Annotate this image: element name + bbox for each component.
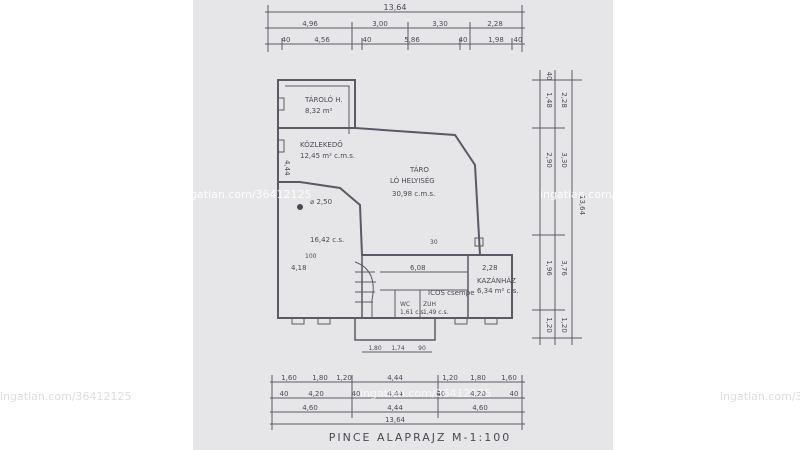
- plan-title: PINCE ALAPRAJZ M-1:100: [329, 431, 511, 444]
- room-storage-area: 8,32 m²: [305, 107, 333, 115]
- bottom-row2-4: 4,44: [387, 390, 403, 398]
- label-608: 6,08: [410, 264, 426, 272]
- bottom-row2-6: 4,20: [470, 390, 486, 398]
- room-left-area: 16,42 c.s.: [310, 236, 344, 244]
- stair-dim-3: 90: [418, 345, 426, 352]
- room-storage-name: TÁROLÓ H.: [304, 95, 343, 104]
- top-row2-1: 40: [282, 36, 291, 44]
- top-dim-1: 4,96: [302, 20, 318, 28]
- watermark-top-right: ingatlan.com/36412125: [720, 0, 800, 7]
- right-col2-3: 3,76: [560, 260, 568, 276]
- bottom-row1-6: 1,60: [501, 374, 517, 382]
- room-shower-area: 1,49 c.s.: [423, 309, 449, 316]
- label-444: 4,44: [283, 160, 291, 176]
- stair-dim-1: 1,80: [368, 345, 382, 352]
- right-dim-3: 1,96: [545, 260, 553, 276]
- bottom-row3-1: 4,60: [302, 404, 318, 412]
- label-100: 100: [305, 253, 317, 260]
- top-row2-3: 40: [363, 36, 372, 44]
- right-col2-1: 2,28: [560, 92, 568, 108]
- right-col2-4: 1,20: [560, 317, 568, 333]
- bottom-row2-1: 40: [280, 390, 289, 398]
- room-main-area: 30,98 c.m.s.: [392, 190, 435, 198]
- watermark-bottom-center: ingatlan.com/36412125: [360, 387, 492, 400]
- room-boiler-area: 6,34 m² c.s.: [477, 287, 519, 295]
- bottom-row1-4: 1,20: [442, 374, 458, 382]
- bottom-row3-2: 4,44: [387, 404, 403, 412]
- label-30: 30: [430, 239, 438, 246]
- bottom-row2-3: 40: [352, 390, 361, 398]
- right-col2-2: 3,30: [560, 152, 568, 168]
- bottom-row1-1: 1,60: [281, 374, 297, 382]
- top-row2-5: 40: [459, 36, 468, 44]
- watermark-bottom-right: ingatlan.com/36412125: [720, 390, 800, 403]
- room-hall-area: 12,45 m² c.m.s.: [300, 152, 355, 160]
- top-dim-3: 3,30: [432, 20, 448, 28]
- room-main-name-2: LÓ HELYISÉG: [390, 176, 435, 185]
- right-dim-1: 1,48: [545, 92, 553, 108]
- bottom-row1-5: 1,80: [470, 374, 486, 382]
- room-wc-name: WC: [400, 301, 410, 308]
- label-228: 2,28: [482, 264, 498, 272]
- room-shower-name: ZUH: [423, 301, 436, 308]
- top-overall-dim: 13,64: [384, 3, 407, 12]
- floor-plan-paper: [193, 0, 613, 450]
- bottom-row2-7: 40: [510, 390, 519, 398]
- bottom-row1-2: 1,80: [312, 374, 328, 382]
- watermark-center-right: ingatlan.com/36412125: [540, 188, 672, 201]
- bottom-row2-5: 40: [437, 390, 446, 398]
- room-boiler-name: KAZÁNHÁZ: [477, 276, 516, 285]
- bottom-row1-3: 1,20: [336, 374, 352, 382]
- bottom-row1-mid: 4,44: [387, 374, 403, 382]
- column-marker: [297, 204, 303, 210]
- room-hall-name: KÖZLEKEDŐ: [300, 140, 343, 149]
- bottom-overall-dim: 13,64: [385, 416, 406, 424]
- right-overall-dim: 13,64: [578, 195, 586, 216]
- watermark-bottom-left: ingatlan.com/36412125: [0, 390, 132, 403]
- right-dim-4: 1,20: [545, 317, 553, 333]
- bottom-row3-3: 4,60: [472, 404, 488, 412]
- top-row2-4: 5,86: [404, 36, 420, 44]
- label-418: 4,18: [291, 264, 307, 272]
- stair-dim-2: 1,74: [391, 345, 405, 352]
- right-dim-2: 2,90: [545, 152, 553, 168]
- top-dim-4: 2,28: [487, 20, 503, 28]
- bottom-row2-2: 4,20: [308, 390, 324, 398]
- room-shower-room-name: ICOS csempe: [428, 289, 475, 297]
- watermark-top-left: ingatlan.com/36412125: [0, 0, 92, 7]
- watermark-center-left: ingatlan.com/36412125: [180, 188, 312, 201]
- top-dim-2: 3,00: [372, 20, 388, 28]
- right-dim-top: 40: [545, 72, 553, 81]
- top-row2-2: 4,56: [314, 36, 330, 44]
- room-wc-area: 1,61 c.s.: [400, 309, 426, 316]
- top-row2-7: 40: [514, 36, 523, 44]
- top-row2-6: 1,98: [488, 36, 504, 44]
- label-d250: ⌀ 2,50: [310, 198, 332, 206]
- room-main-name-1: TÁRO: [409, 165, 429, 174]
